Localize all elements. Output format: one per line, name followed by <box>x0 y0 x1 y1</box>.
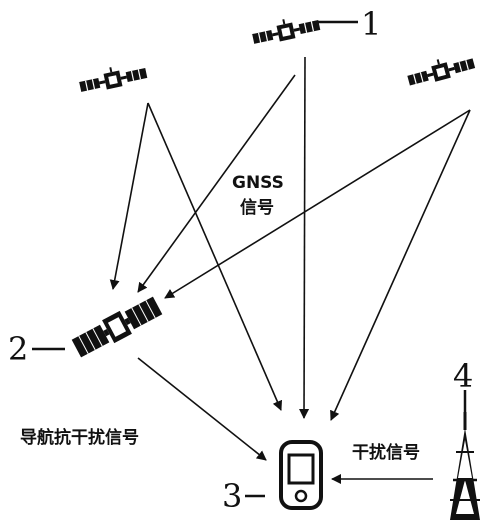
signal-arrow <box>299 56 310 419</box>
anti-jam-signal-label: 导航抗干扰信号 <box>20 428 139 448</box>
callout-number-3: 3 <box>222 477 243 515</box>
signal-arrow <box>164 109 471 299</box>
satellite-icon <box>76 59 149 96</box>
gnss-signal-label: GNSS <box>232 173 284 193</box>
signal-arrow <box>137 74 296 293</box>
satellite-icon <box>249 11 322 48</box>
signal-arrow <box>109 102 149 290</box>
handheld-receiver-icon <box>279 440 323 510</box>
callout-number-2: 2 <box>8 330 29 368</box>
satellite-icon <box>403 49 477 90</box>
signal-arrow <box>330 109 471 421</box>
gnss-signal-label-line2: 信号 <box>240 198 274 218</box>
relay-satellite-icon <box>71 296 163 358</box>
callout-number-1: 1 <box>361 5 382 43</box>
callout-number-4: 4 <box>453 357 474 395</box>
signal-arrow <box>147 102 283 411</box>
anti-jam-signal-arrow <box>137 357 267 461</box>
jamming-signal-label: 干扰信号 <box>352 443 420 463</box>
jammer-tower-icon <box>450 412 480 520</box>
